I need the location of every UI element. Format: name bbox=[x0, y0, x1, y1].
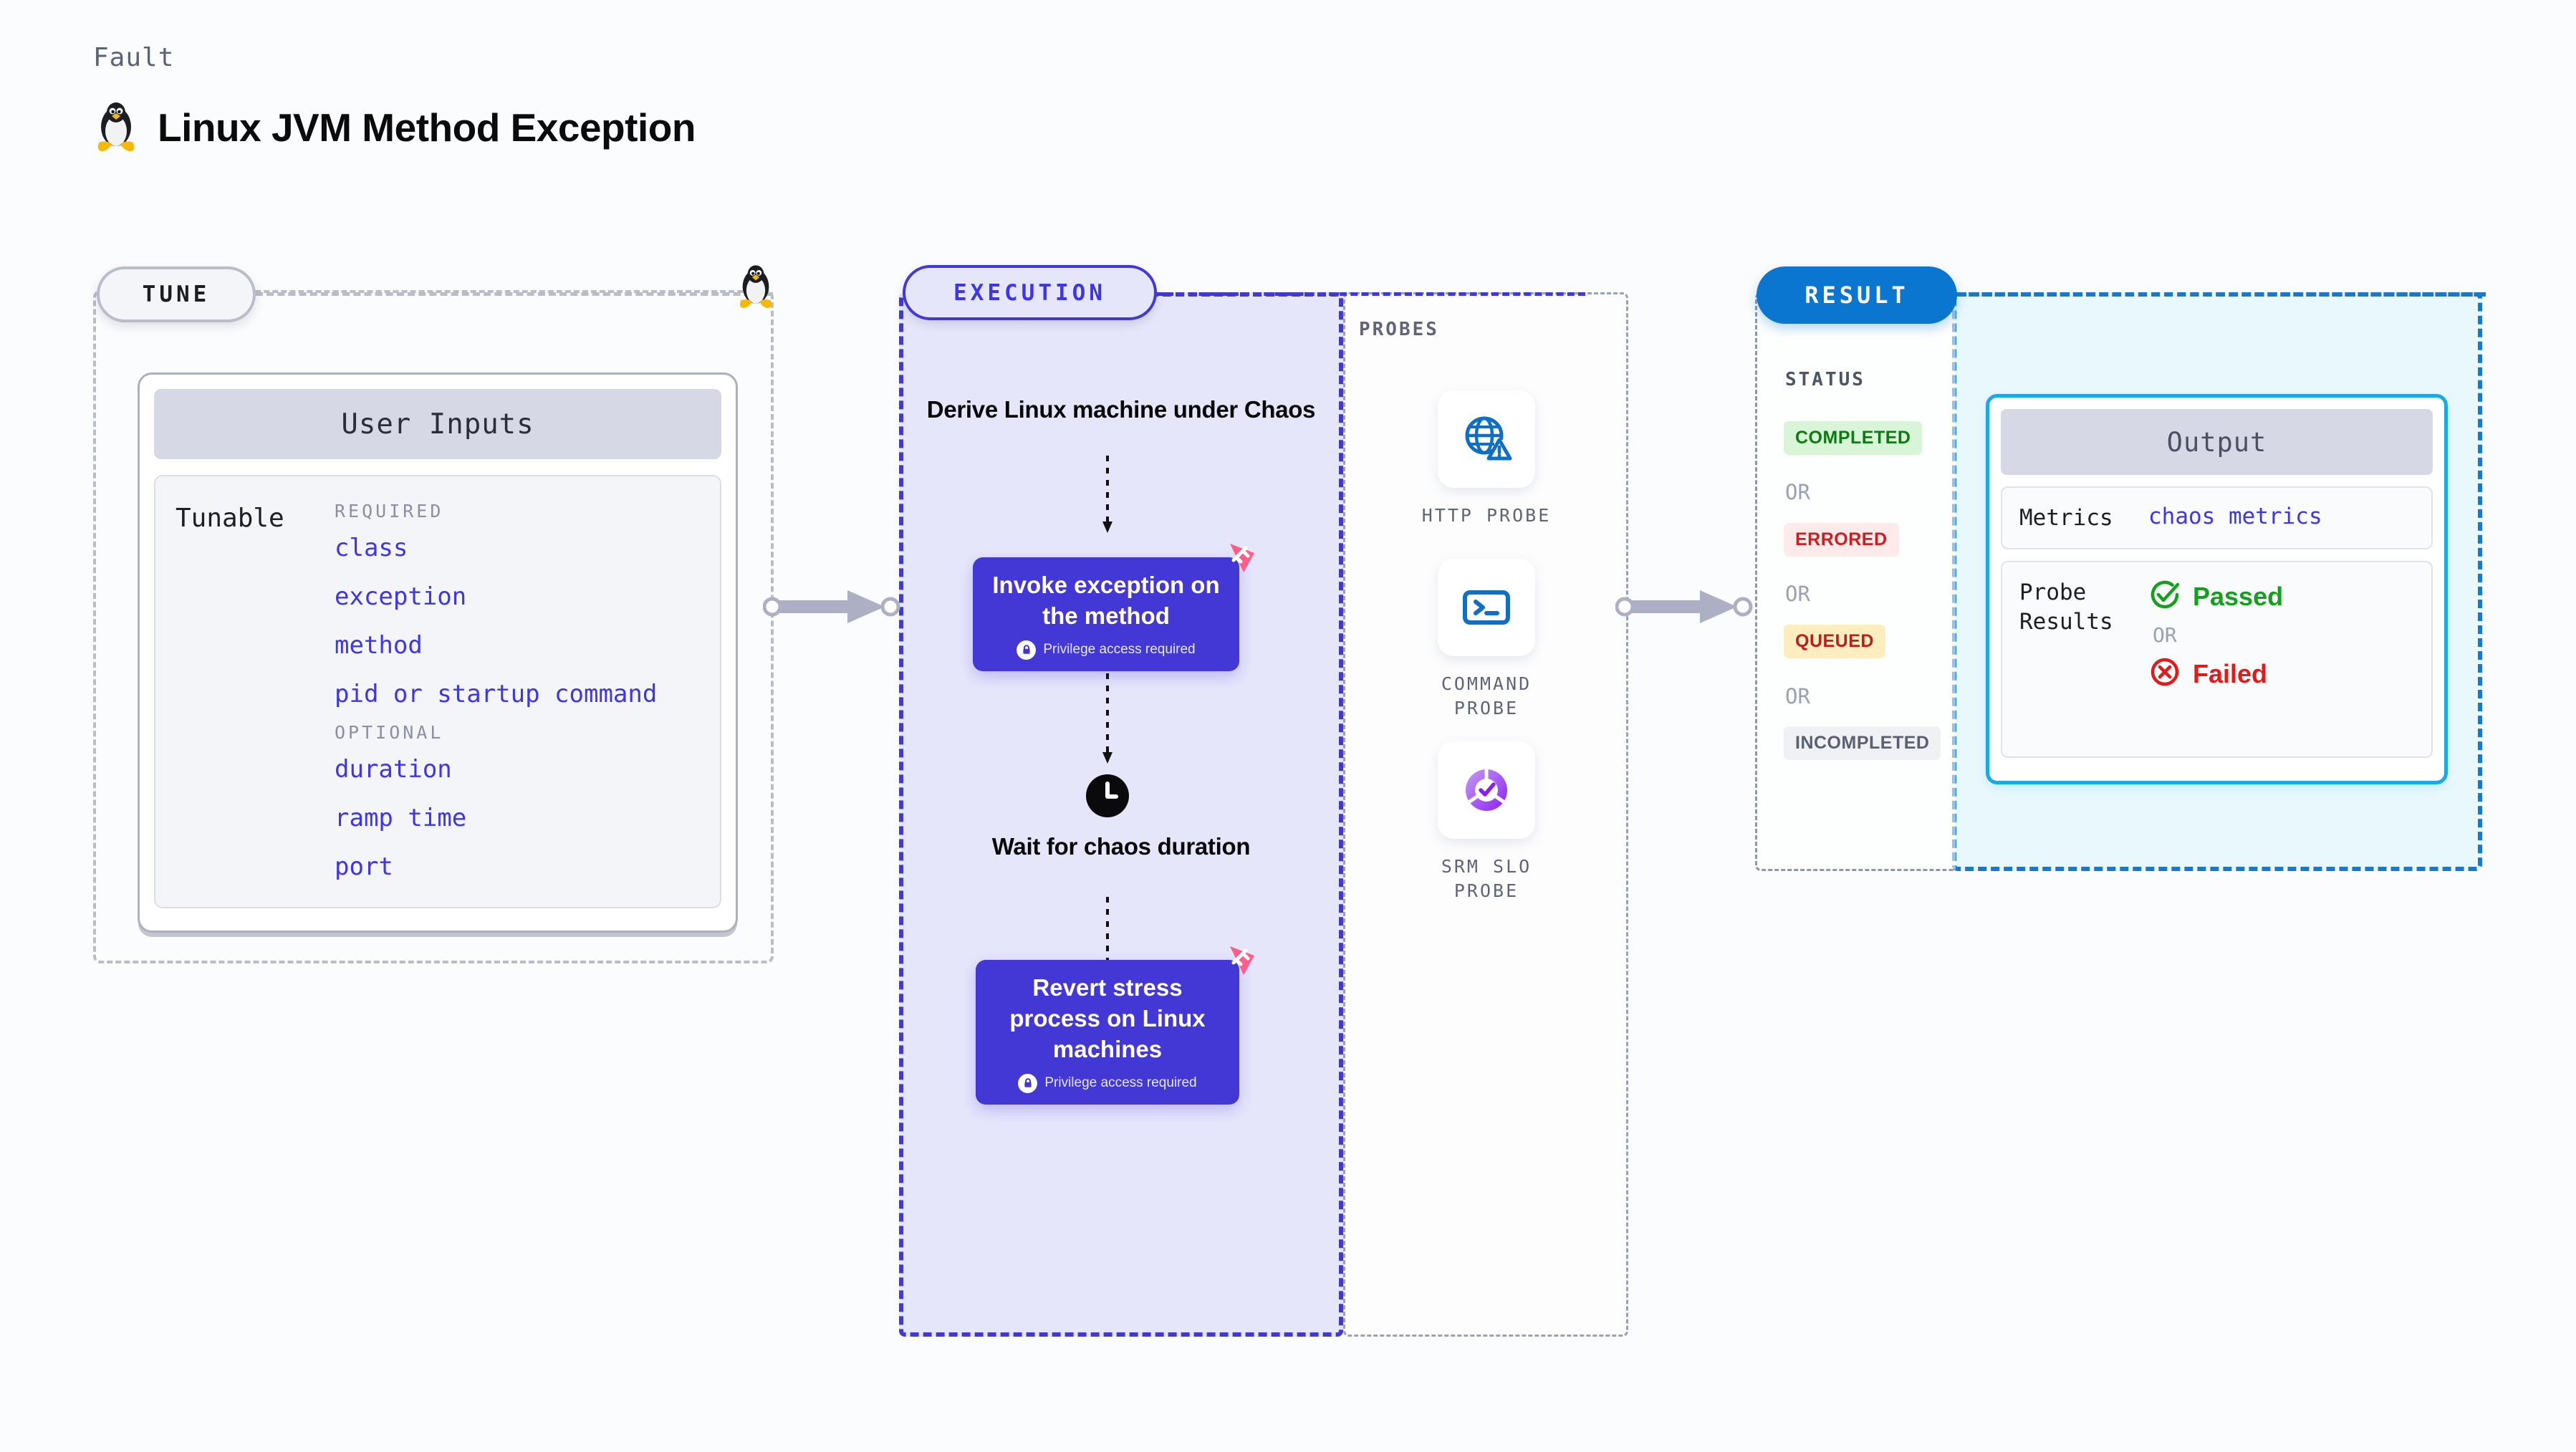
probe-result-passed: Passed bbox=[2148, 578, 2283, 615]
close-circle-icon bbox=[2148, 655, 2181, 692]
tunable-list: REQUIRED class exception method pid or s… bbox=[335, 496, 720, 907]
result-stage-pill[interactable]: RESULT bbox=[1756, 266, 1957, 324]
output-metrics-key: Metrics bbox=[2019, 505, 2113, 531]
status-or-2: OR bbox=[1785, 582, 1810, 606]
arrow-tune-to-execution bbox=[762, 587, 906, 630]
probe-results-values: Passed OR Failed bbox=[2148, 578, 2283, 692]
privilege-note: Privilege access required bbox=[991, 1073, 1224, 1093]
output-metrics-value[interactable]: chaos metrics bbox=[2148, 504, 2322, 529]
execution-stage-pill[interactable]: EXECUTION bbox=[903, 265, 1157, 320]
tunable-box: Tunable REQUIRED class exception method … bbox=[154, 475, 721, 908]
linux-penguin-icon bbox=[93, 101, 139, 154]
tune-stage-pill[interactable]: TUNE bbox=[97, 266, 256, 322]
probe-http-caption: HTTP PROBE bbox=[1421, 505, 1552, 526]
output-probe-results-key: Probe Results bbox=[2019, 580, 2113, 635]
dotted-arrow-1 bbox=[1099, 456, 1116, 538]
execution-step-invoke-exception[interactable]: Invoke exception on the method Privilege… bbox=[973, 544, 1254, 671]
execution-panel-top-dash bbox=[1155, 292, 1585, 296]
harness-logo-icon bbox=[1222, 941, 1259, 982]
status-badge-completed: COMPLETED bbox=[1784, 421, 1923, 455]
fault-kicker-label: Fault bbox=[93, 43, 175, 72]
probe-http[interactable]: HTTP PROBE bbox=[1415, 390, 1558, 528]
privilege-note-text: Privilege access required bbox=[1044, 1075, 1197, 1091]
status-or-1: OR bbox=[1785, 480, 1810, 504]
probe-srm-slo-caption: SRM SLO PROBE bbox=[1441, 856, 1532, 901]
tunable-pid-or-startup-command[interactable]: pid or startup command bbox=[335, 680, 658, 708]
execution-step-wait-duration: Wait for chaos duration bbox=[991, 833, 1251, 860]
status-badge-incompleted: INCOMPLETED bbox=[1784, 726, 1941, 760]
execution-panel bbox=[899, 292, 1343, 1337]
probe-result-failed: Failed bbox=[2148, 655, 2283, 692]
privilege-note: Privilege access required bbox=[989, 640, 1224, 660]
execution-step-derive-machine: Derive Linux machine under Chaos bbox=[926, 396, 1316, 423]
tunable-method[interactable]: method bbox=[335, 631, 423, 660]
page-title-row: Linux JVM Method Exception bbox=[93, 101, 696, 154]
output-header: Output bbox=[2001, 409, 2433, 475]
tune-panel-top-dash bbox=[256, 292, 773, 296]
lock-icon bbox=[1018, 1073, 1038, 1093]
page-header: Fault Linux JVM Method Exception bbox=[93, 43, 696, 154]
tunable-exception[interactable]: exception bbox=[335, 582, 467, 611]
tunable-duration[interactable]: duration bbox=[335, 755, 452, 784]
probes-section-label: PROBES bbox=[1359, 319, 1439, 340]
tunable-class[interactable]: class bbox=[335, 534, 408, 562]
tunable-row-label: Tunable bbox=[176, 504, 284, 533]
probe-command-caption: COMMAND PROBE bbox=[1441, 673, 1532, 718]
execution-step-revert-stress-title: Revert stress process on Linux machines bbox=[1009, 974, 1206, 1062]
status-badge-errored: ERRORED bbox=[1784, 523, 1899, 557]
result-panel-top-dash bbox=[1956, 292, 2486, 297]
probe-result-passed-label: Passed bbox=[2193, 581, 2284, 611]
dotted-arrow-2 bbox=[1099, 673, 1116, 769]
linux-penguin-icon bbox=[736, 264, 776, 311]
tunable-port[interactable]: port bbox=[335, 852, 393, 881]
probe-result-failed-label: Failed bbox=[2193, 658, 2268, 688]
user-inputs-header: User Inputs bbox=[154, 389, 721, 459]
tunable-ramp-time[interactable]: ramp time bbox=[335, 804, 467, 832]
tune-panel bbox=[93, 290, 774, 963]
output-card: Output Metrics chaos metrics Probe Resul… bbox=[1986, 394, 2448, 784]
user-inputs-card: User Inputs Tunable REQUIRED class excep… bbox=[138, 372, 738, 933]
execution-step-revert-stress[interactable]: Revert stress process on Linux machines … bbox=[976, 946, 1254, 1105]
lock-icon bbox=[1017, 640, 1037, 660]
required-group-label: REQUIRED bbox=[335, 501, 444, 521]
optional-group-label: OPTIONAL bbox=[335, 722, 444, 743]
probe-srm-slo[interactable]: SRM SLO PROBE bbox=[1415, 741, 1558, 903]
harness-logo-icon bbox=[1222, 539, 1259, 580]
execution-step-invoke-exception-title: Invoke exception on the method bbox=[992, 572, 1220, 629]
arrow-execution-to-result bbox=[1615, 587, 1759, 630]
probe-command[interactable]: COMMAND PROBE bbox=[1415, 559, 1558, 721]
output-row-metrics: Metrics chaos metrics bbox=[2001, 486, 2433, 550]
status-badge-queued: QUEUED bbox=[1784, 625, 1885, 658]
probe-result-or: OR bbox=[2153, 623, 2177, 648]
clock-icon bbox=[1085, 774, 1130, 822]
page-title: Linux JVM Method Exception bbox=[158, 105, 696, 150]
result-status-panel bbox=[1755, 292, 1956, 871]
check-circle-icon bbox=[2148, 578, 2181, 615]
privilege-note-text: Privilege access required bbox=[1043, 642, 1196, 658]
terminal-icon bbox=[1438, 559, 1535, 656]
globe-warning-icon bbox=[1438, 390, 1535, 488]
status-section-label: STATUS bbox=[1785, 369, 1865, 390]
status-or-3: OR bbox=[1785, 684, 1810, 708]
output-row-probe-results: Probe Results Passed OR bbox=[2001, 561, 2433, 759]
slo-donut-check-icon bbox=[1438, 741, 1535, 839]
